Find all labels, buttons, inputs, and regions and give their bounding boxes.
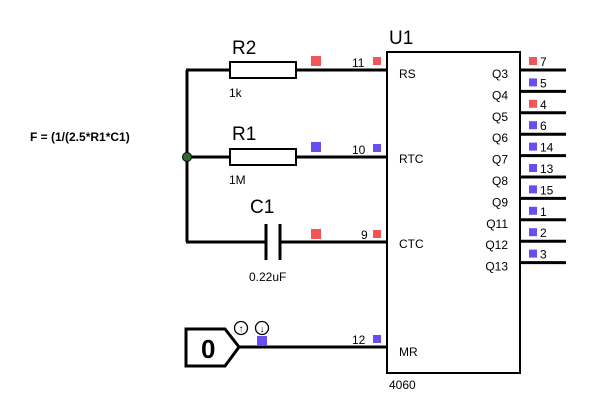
chip-pin-rs[interactable]: 11 RS: [352, 56, 416, 81]
pin-state-q3: [529, 57, 537, 65]
logic-input-toggle[interactable]: 0: [184, 327, 241, 368]
chip-pin-rtc[interactable]: 10 RTC: [352, 143, 424, 166]
c1-state-indicator: [311, 229, 321, 239]
pin-state-q6: [529, 121, 537, 130]
r2-ref-label: R2: [232, 38, 256, 59]
arrow-down-icon: ↓: [260, 324, 265, 335]
pin-state-q8: [529, 164, 537, 172]
pin-state-q12: [529, 228, 537, 237]
logic-up-button[interactable]: ↑: [233, 320, 249, 336]
logic-input-state-indicator: [257, 336, 267, 346]
pin-state-q5: [529, 99, 537, 108]
pin-name-rtc: RTC: [399, 152, 424, 166]
chip-pin-q4[interactable]: Q4 5: [492, 76, 566, 102]
c1-value-label: 0.22uF: [249, 270, 286, 284]
pin-name-q13: Q13: [485, 260, 508, 274]
capacitor-c1[interactable]: C1 0.22uF: [249, 197, 286, 284]
pin-number-mr: 12: [352, 333, 366, 347]
pin-number-q4: 5: [540, 76, 547, 90]
frequency-formula: F = (1/(2.5*R1*C1): [30, 130, 130, 144]
pin-number-q3: 7: [540, 55, 547, 69]
chip-pin-mr[interactable]: 12 MR: [352, 333, 418, 359]
pin-state-q7: [529, 142, 537, 151]
pin-name-q4: Q4: [492, 88, 508, 102]
pin-name-q9: Q9: [492, 195, 508, 209]
junction-dot: [182, 152, 192, 162]
feedback-network-wires: [185, 68, 387, 349]
pin-name-q11: Q11: [486, 217, 508, 231]
pin-number-q7: 14: [540, 141, 554, 155]
pin-name-q7: Q7: [492, 153, 508, 167]
pin-name-q8: Q8: [492, 174, 508, 188]
pin-state-rtc: [373, 144, 381, 152]
chip-pin-q5[interactable]: Q5 4: [492, 98, 566, 124]
r1-value-label: 1M: [229, 173, 246, 187]
chip-pin-ctc[interactable]: 9 CTC: [361, 228, 424, 251]
chip-pin-q6[interactable]: Q6 6: [492, 119, 566, 145]
pin-number-q6: 6: [540, 119, 547, 133]
r1-state-indicator: [311, 142, 321, 152]
resistor-r2[interactable]: R2 1k: [229, 38, 297, 100]
pin-name-ctc: CTC: [399, 237, 424, 251]
r2-value-label: 1k: [229, 86, 243, 100]
chip-pin-q12[interactable]: Q12 2: [485, 226, 566, 252]
pin-state-q11: [529, 206, 537, 215]
pin-number-q12: 2: [540, 226, 547, 240]
chip-pin-q7[interactable]: Q7 14: [492, 141, 566, 167]
chip-part-label: 4060: [389, 378, 416, 392]
chip-pin-q8[interactable]: Q8 13: [492, 162, 566, 188]
r2-state-indicator: [311, 56, 321, 66]
pin-number-q9: 15: [540, 183, 554, 197]
pin-number-rs: 11: [352, 56, 365, 70]
chip-ref-label: U1: [389, 28, 413, 49]
pin-state-q4: [529, 78, 537, 87]
pin-name-q6: Q6: [492, 131, 508, 145]
arrow-up-icon: ↑: [239, 324, 244, 335]
c1-ref-label: C1: [250, 197, 274, 218]
chip-pin-q3[interactable]: Q3 7: [492, 55, 566, 81]
pin-number-q8: 13: [540, 162, 554, 176]
pin-name-q5: Q5: [492, 110, 508, 124]
pin-number-q11: 1: [540, 205, 547, 219]
logic-input-value: 0: [201, 334, 215, 364]
pin-name-q12: Q12: [485, 238, 508, 252]
chip-pin-q11[interactable]: Q11 1: [486, 205, 566, 231]
pin-name-mr: MR: [399, 345, 418, 359]
chip-pin-q13[interactable]: Q13 3: [485, 248, 566, 274]
pin-number-ctc: 9: [361, 228, 368, 242]
pin-name-rs: RS: [399, 67, 416, 81]
pin-number-q13: 3: [540, 248, 547, 262]
resistor-r1[interactable]: R1 1M: [229, 124, 297, 187]
pin-state-rs: [373, 57, 381, 65]
logic-down-button[interactable]: ↓: [254, 320, 270, 336]
pin-state-q13: [529, 249, 537, 258]
pin-name-q3: Q3: [492, 67, 508, 81]
pin-state-ctc: [373, 230, 381, 238]
r1-ref-label: R1: [232, 124, 256, 145]
pin-state-q9: [529, 185, 537, 194]
chip-u1[interactable]: [386, 51, 521, 374]
chip-pin-q9[interactable]: Q9 15: [492, 183, 566, 209]
pin-number-rtc: 10: [352, 143, 366, 157]
pin-state-mr: [373, 335, 381, 343]
pin-number-q5: 4: [540, 98, 547, 112]
